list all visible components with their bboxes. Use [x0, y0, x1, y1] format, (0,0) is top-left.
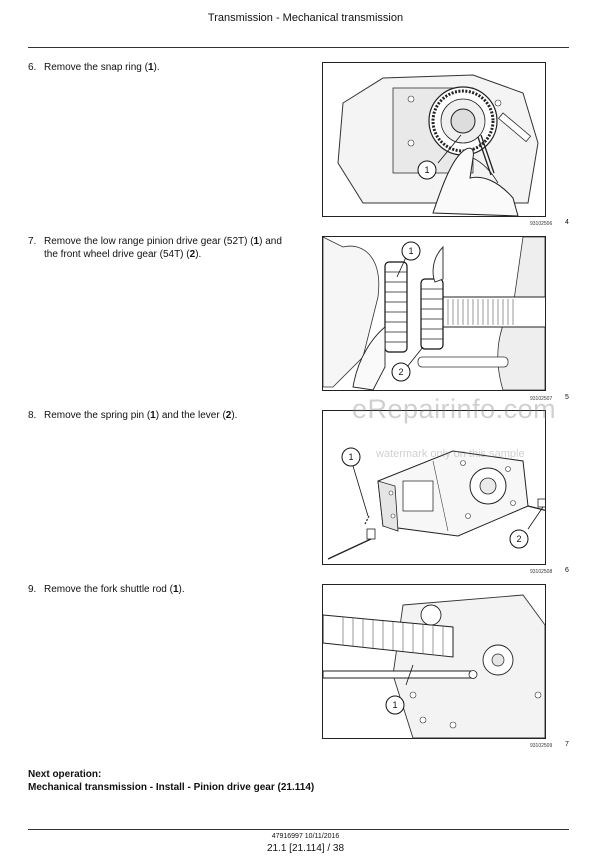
figure-5-callout-2: 2	[391, 362, 411, 382]
step-9-text: 9. Remove the fork shuttle rod (1).	[28, 583, 313, 596]
figure-4-code: 93102506	[530, 221, 553, 227]
step-number: 7.	[28, 236, 37, 247]
svg-text:1: 1	[348, 452, 353, 462]
svg-text:1: 1	[424, 165, 429, 175]
figure-4-number: 4	[565, 219, 569, 226]
page-header: Transmission - Mechanical transmission	[207, 12, 404, 24]
figure-6-callout-1: 1	[341, 447, 361, 467]
step-line: Remove the fork shuttle rod (1).	[44, 584, 185, 595]
figure-4-illustration: 1	[322, 62, 546, 217]
figure-5-illustration: 1 2	[322, 236, 546, 391]
svg-text:1: 1	[408, 246, 413, 256]
step-number: 6.	[28, 62, 37, 73]
figure-5-callout-1: 1	[401, 241, 421, 261]
figure-7-illustration: 1	[322, 584, 546, 739]
step-6-text: 6. Remove the snap ring (1).	[28, 61, 313, 74]
footer-rule	[28, 829, 569, 830]
step-line: Remove the spring pin (1) and the lever …	[44, 410, 238, 421]
figure-6-code: 93102508	[530, 569, 553, 575]
next-operation-label: Next operation:	[28, 769, 102, 780]
step-line: Remove the snap ring (1).	[44, 62, 160, 73]
figure-7-code: 93102509	[530, 743, 553, 749]
footer-page-number: 21.1 [21.114] / 38	[266, 843, 345, 854]
step-8-text: 8. Remove the spring pin (1) and the leve…	[28, 409, 313, 422]
figure-7-number: 7	[565, 741, 569, 748]
figure-6-callout-2: 2	[509, 529, 529, 549]
step-line: Remove the low range pinion drive gear (…	[44, 236, 282, 247]
step-line: the front wheel drive gear (54T) (2).	[44, 249, 202, 260]
svg-text:2: 2	[398, 367, 403, 377]
watermark-note: watermark only on this sample	[376, 448, 525, 460]
figure-6-illustration: 1 2	[322, 410, 546, 565]
footer-document-info: 47916997 10/11/2016	[271, 833, 340, 840]
figure-5-number: 5	[565, 394, 569, 401]
svg-text:1: 1	[392, 700, 397, 710]
svg-text:2: 2	[516, 534, 521, 544]
header-rule	[28, 47, 569, 48]
next-operation-link[interactable]: Mechanical transmission - Install - Pini…	[28, 782, 315, 793]
step-number: 9.	[28, 584, 37, 595]
watermark-site: eRepairinfo.com	[352, 394, 557, 424]
figure-6-number: 6	[565, 567, 569, 574]
step-7-text: 7. Remove the low range pinion drive gear…	[28, 235, 313, 261]
figure-7-callout-1: 1	[385, 695, 405, 715]
step-number: 8.	[28, 410, 37, 421]
figure-5-code: 93102507	[530, 396, 553, 402]
figure-4-callout-1: 1	[417, 160, 437, 180]
